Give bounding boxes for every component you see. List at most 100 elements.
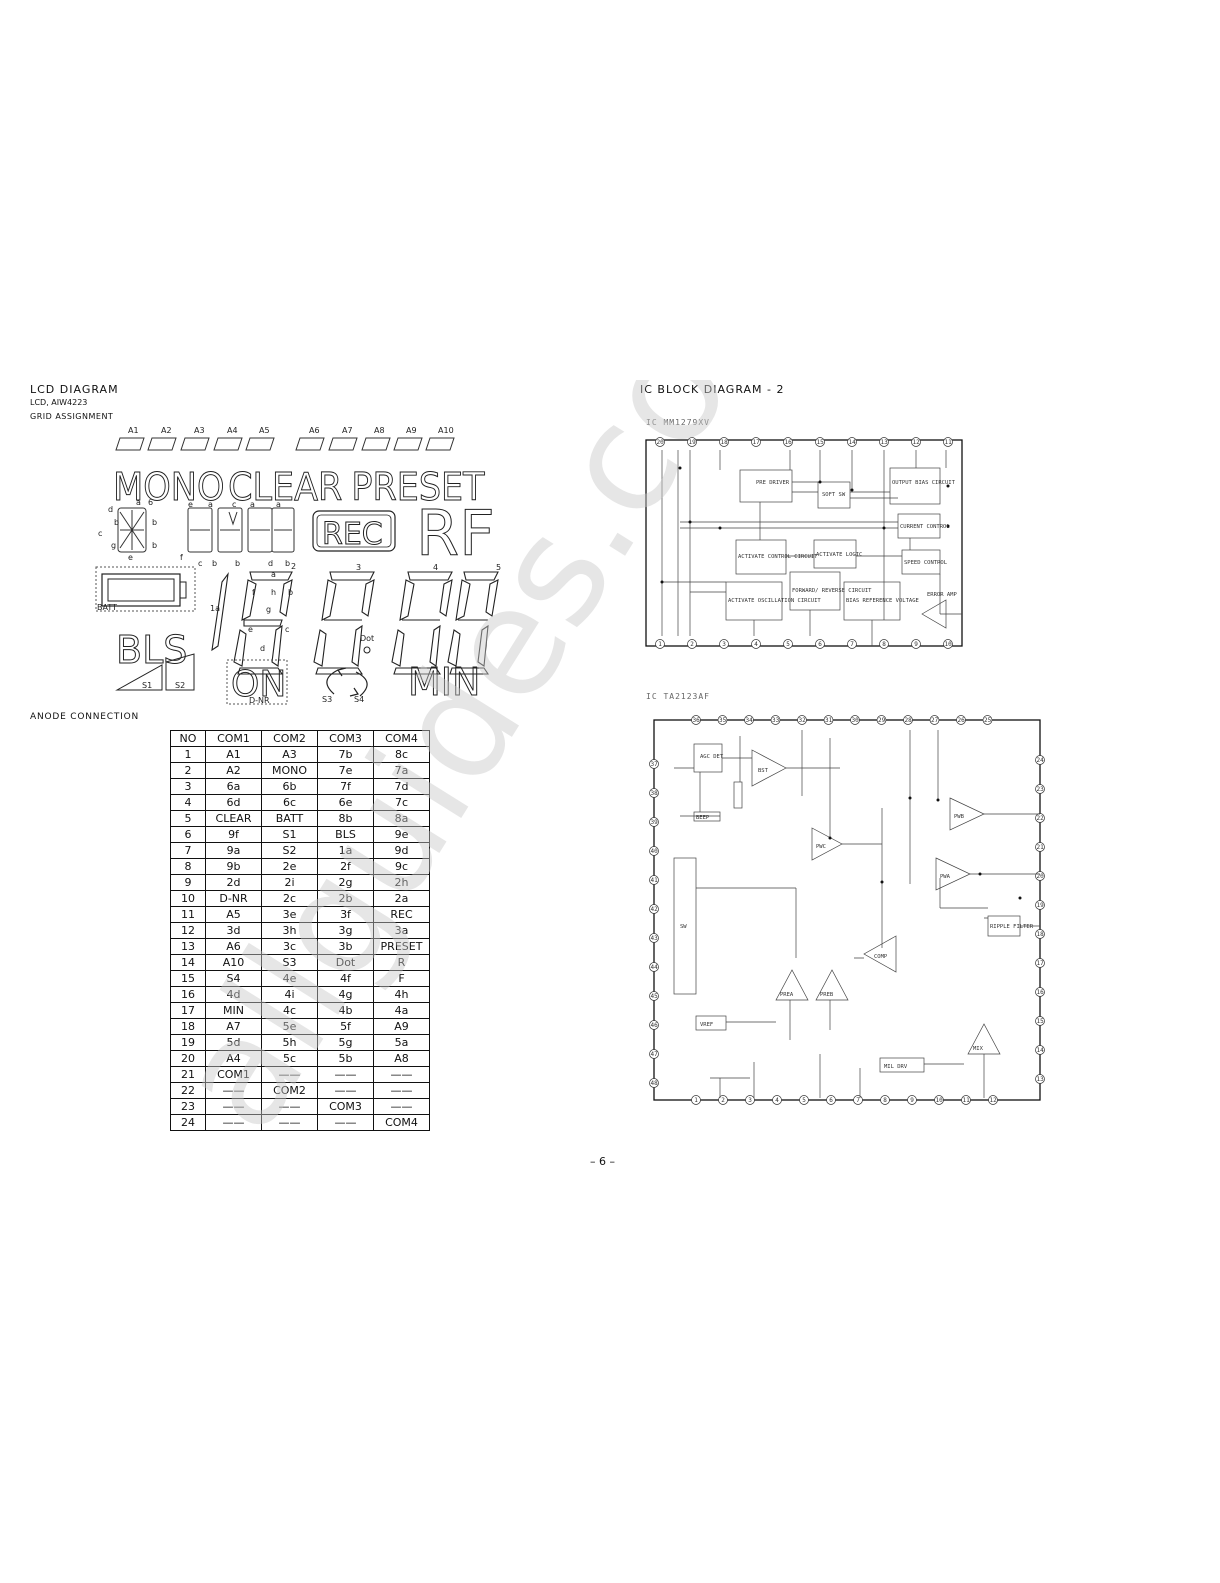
lcd-title: LCD DIAGRAM [30, 383, 119, 396]
ic-pin [751, 437, 761, 447]
ic1-block-label: PRE DRIVER [756, 480, 790, 486]
table-cell: 2 [170, 762, 206, 779]
ic1-block-label: OUTPUT BIAS CIRCUIT [892, 480, 956, 486]
ic-pin-label: 30 [852, 717, 860, 724]
grid-indicators: A1 A2 A3 A4 A5 A6 A7 A8 A9 A10 [115, 426, 455, 451]
svg-text:g: g [111, 541, 116, 550]
batt-label: BATT [97, 603, 117, 612]
svg-text:b: b [114, 518, 119, 527]
table-row: 24——————COM4 [170, 1114, 430, 1131]
table-cell: 8c [373, 746, 430, 763]
ic1-block-label: SPEED CONTROL [904, 560, 948, 566]
ic-pin [1035, 1074, 1045, 1084]
ic-pin [691, 715, 701, 725]
ic-pin-label: 40 [651, 848, 659, 855]
ic-pin-label: 9 [910, 1097, 914, 1104]
ic-pin-label: 13 [881, 439, 889, 446]
table-cell: 5g [317, 1034, 374, 1051]
dnr-label: D-NR [249, 696, 270, 705]
ic-pin [772, 1095, 782, 1105]
ic-pin-label: 18 [1037, 931, 1045, 938]
ic-pin-label: 20 [1037, 873, 1045, 880]
grid-label: A8 [374, 426, 385, 435]
table-cell: 5e [261, 1018, 318, 1035]
table-cell: S2 [261, 842, 318, 859]
table-cell: 2h [373, 874, 430, 891]
ic-pin [823, 715, 834, 725]
lcd-word-rf: RF [416, 497, 495, 570]
table-cell: A6 [205, 938, 262, 955]
lcd-word-min: MIN [408, 660, 480, 704]
ic-pin-label: 13 [1037, 1076, 1045, 1083]
table-cell: 4h [373, 986, 430, 1003]
ic-pin [783, 437, 793, 447]
ic-pin-label: 12 [990, 1097, 998, 1104]
ic1-block-label: ACTIVATE OSCILLATION CIRCUIT [728, 598, 821, 604]
ic-pin [649, 846, 659, 856]
alpha-segment-digits [117, 507, 295, 553]
svg-text:b: b [285, 559, 290, 568]
ic-pin [911, 639, 921, 649]
grid-label: A7 [342, 426, 353, 435]
table-cell: 5h [261, 1034, 318, 1051]
ic-pin-label: 33 [772, 717, 780, 724]
table-row: 23————COM3—— [170, 1098, 430, 1115]
ic-pin-label: 43 [651, 935, 659, 942]
table-cell: —— [373, 1098, 430, 1115]
table-cell: 3a [373, 922, 430, 939]
ic-pin-label: 16 [1037, 989, 1045, 996]
ic-pin [649, 875, 659, 885]
grid-label: A2 [161, 426, 172, 435]
table-header: COM3 [317, 730, 374, 747]
table-cell: COM2 [261, 1082, 318, 1099]
table-cell: —— [373, 1066, 430, 1083]
table-cell: COM3 [317, 1098, 374, 1115]
table-cell: 4 [170, 794, 206, 811]
svg-text:d: d [268, 559, 273, 568]
table-cell: A9 [373, 1018, 430, 1035]
ic-pin [687, 639, 697, 649]
ic-pin [943, 437, 953, 447]
ic-pin [907, 1095, 917, 1105]
table-cell: 2f [317, 858, 374, 875]
ic-pin-label: 41 [651, 877, 659, 884]
ic1-block-label: ACTIVATE CONTROL CIRCUIT [738, 554, 818, 560]
ic-pin [719, 437, 729, 447]
table-cell: 8 [170, 858, 206, 875]
ic-pin [943, 639, 953, 649]
ic-pin-label: 39 [651, 819, 659, 826]
table-cell: 7b [317, 746, 374, 763]
ic-pin-label: 23 [1037, 786, 1045, 793]
ic-pin-label: 4 [775, 1097, 779, 1104]
ic-pin-label: 2 [721, 1097, 725, 1104]
grid-label: A6 [309, 426, 320, 435]
table-cell: A3 [261, 746, 318, 763]
ic-pin [815, 639, 825, 649]
table-cell: COM1 [205, 1066, 262, 1083]
ic-pin-label: 5 [802, 1097, 806, 1104]
table-cell: 4i [261, 986, 318, 1003]
table-cell: 3b [317, 938, 374, 955]
table-cell: —— [261, 1066, 318, 1083]
table-cell: 2c [261, 890, 318, 907]
lcd-word-bls: BLS [116, 628, 187, 672]
ic-pin [655, 437, 665, 447]
ic-pin [649, 962, 659, 972]
ic2-block-label: PWB [954, 814, 965, 820]
ic-pin-label: 24 [1037, 757, 1045, 764]
table-cell: 6d [205, 794, 262, 811]
ic-pin-label: 10 [945, 641, 953, 648]
table-cell: 6a [205, 778, 262, 795]
table-cell: 9f [205, 826, 262, 843]
ic-pin-label: 8 [882, 641, 886, 648]
ic2-block-label: PWC [816, 844, 826, 850]
